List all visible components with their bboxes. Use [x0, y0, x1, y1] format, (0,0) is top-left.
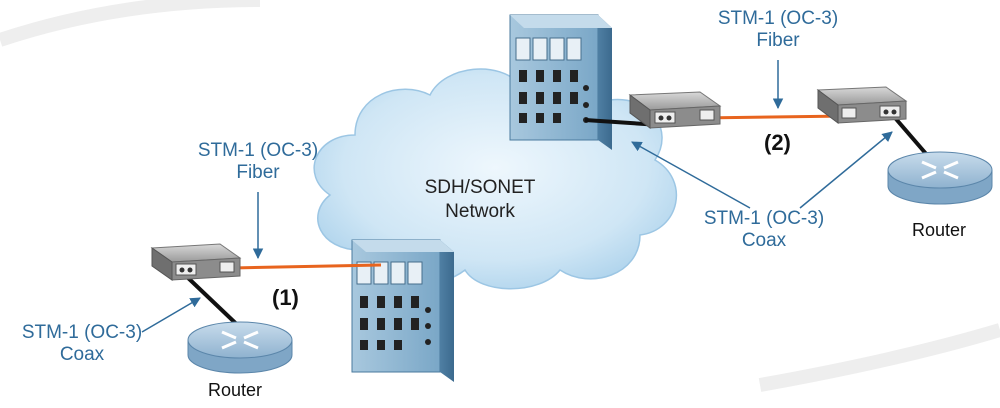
label-coax-right-line1: STM-1 (OC-3)	[703, 208, 825, 229]
media-converter-right-a	[628, 91, 722, 129]
router-right-label: Router	[912, 220, 967, 240]
label-fiber-left-line2: Fiber	[236, 162, 280, 183]
router-left-label: Router	[208, 380, 263, 400]
cloud-label-line2: Network	[445, 201, 515, 222]
label-fiber-right-line1: STM-1 (OC-3)	[717, 8, 839, 29]
label-coax-left: STM-1 (OC-3) Coax	[2, 322, 162, 366]
router-left	[187, 321, 293, 374]
router-right	[887, 151, 993, 205]
arrow-coax-right-b	[799, 131, 893, 209]
fiber-link-left	[231, 263, 382, 270]
label-fiber-left: STM-1 (OC-3) Fiber	[178, 140, 338, 184]
media-converter-left	[150, 243, 242, 281]
background-arc	[0, 0, 261, 47]
arrow-coax-left	[141, 297, 201, 333]
marker-2: (2)	[764, 130, 791, 155]
sdh-rack-top	[509, 14, 612, 150]
label-coax-left-line2: Coax	[59, 344, 105, 365]
marker-1: (1)	[272, 285, 299, 310]
label-fiber-right-line2: Fiber	[756, 30, 800, 51]
background-arc	[758, 323, 1000, 392]
label-fiber-right: STM-1 (OC-3) Fiber	[698, 8, 858, 52]
arrow-coax-right-a	[631, 141, 751, 209]
label-coax-left-line1: STM-1 (OC-3)	[21, 322, 143, 343]
fiber-link-right	[699, 114, 849, 120]
label-coax-right-line2: Coax	[741, 230, 787, 251]
label-fiber-left-line1: STM-1 (OC-3)	[197, 140, 319, 161]
cloud-label-line1: SDH/SONET	[424, 177, 536, 198]
label-coax-right: STM-1 (OC-3) Coax	[684, 208, 844, 252]
cloud-label: SDH/SONET Network	[400, 176, 560, 224]
sdh-rack-bottom	[351, 239, 454, 382]
media-converter-right-b	[816, 86, 908, 124]
